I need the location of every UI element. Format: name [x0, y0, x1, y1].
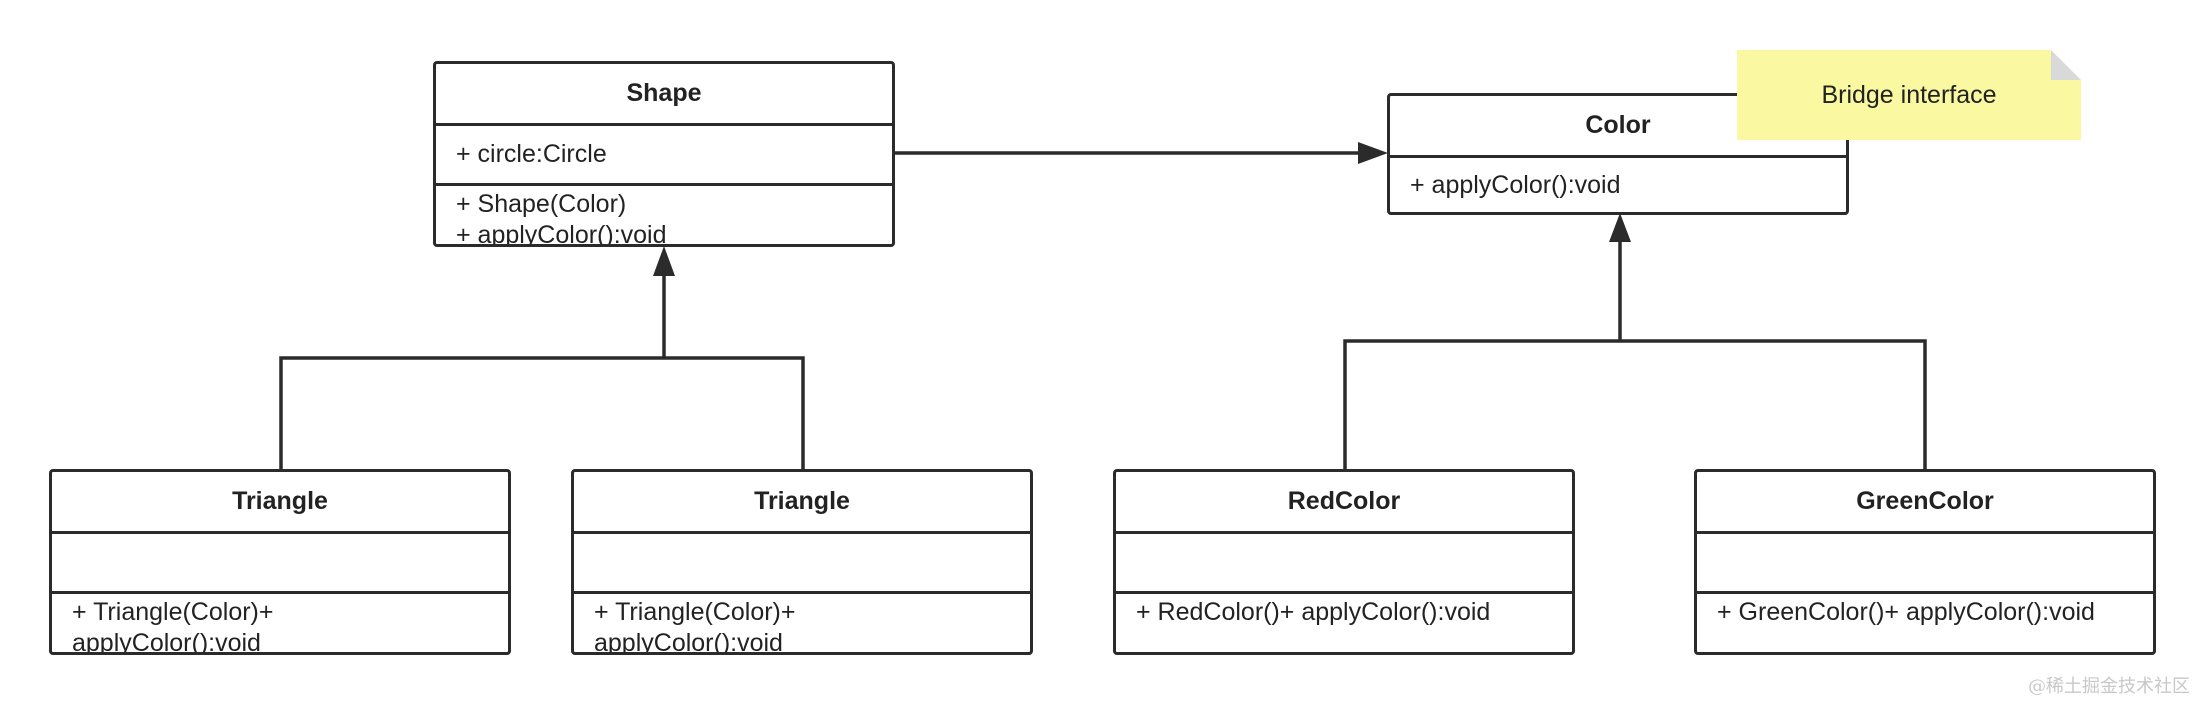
class-operations: + Triangle(Color)+ applyColor():void: [574, 594, 1030, 655]
class-operations: + RedColor()+ applyColor():void: [1116, 594, 1572, 628]
generalization-triangles-shape: [279, 356, 805, 470]
class-operations: + applyColor():void: [1390, 158, 1846, 201]
class-name: Triangle: [52, 472, 508, 534]
operation: + applyColor():void: [456, 221, 667, 247]
class-triangle[interactable]: Triangle + Triangle(Color)+ applyColor()…: [571, 469, 1033, 655]
association-arrowhead: [1358, 142, 1388, 164]
class-shape[interactable]: Shape + circle:Circle + Shape(Color) + a…: [433, 61, 895, 247]
operation: + Triangle(Color)+ applyColor():void: [594, 598, 796, 655]
class-name: GreenColor: [1697, 472, 2153, 534]
watermark: @稀土掘金技术社区: [2028, 676, 2190, 697]
class-operations: + GreenColor()+ applyColor():void: [1697, 594, 2153, 628]
class-attributes: [574, 534, 1030, 594]
class-attributes: + circle:Circle: [436, 126, 892, 186]
operation: + GreenColor()+ applyColor():void: [1717, 598, 2095, 626]
class-attributes: [52, 534, 508, 594]
note-bridge-interface: Bridge interface: [1737, 50, 2081, 140]
class-operations: + Shape(Color) + applyColor():void: [436, 186, 892, 247]
generalization-arrowhead-shape: [653, 246, 675, 276]
class-triangle[interactable]: Triangle + Triangle(Color)+ applyColor()…: [49, 469, 511, 655]
note-text: Bridge interface: [1821, 80, 1997, 109]
operation: + Triangle(Color)+ applyColor():void: [72, 598, 274, 655]
note-fold-corner: [2051, 50, 2081, 80]
class-name: RedColor: [1116, 472, 1572, 534]
operation: + Shape(Color): [456, 190, 627, 218]
operation: + RedColor()+ applyColor():void: [1136, 598, 1491, 626]
class-name: Triangle: [574, 472, 1030, 534]
generalization-arrowhead-color: [1609, 213, 1631, 242]
attribute: + circle:Circle: [456, 140, 607, 168]
class-redcolor[interactable]: RedColor + RedColor()+ applyColor():void: [1113, 469, 1575, 655]
class-operations: + Triangle(Color)+ applyColor():void: [52, 594, 508, 655]
class-name: Color: [1390, 96, 1846, 158]
operation: + applyColor():void: [1410, 171, 1621, 199]
generalization-colors-color: [1343, 339, 1927, 470]
class-attributes: [1116, 534, 1572, 594]
class-attributes: [1697, 534, 2153, 594]
class-name: Shape: [436, 64, 892, 126]
class-greencolor[interactable]: GreenColor + GreenColor()+ applyColor():…: [1694, 469, 2156, 655]
